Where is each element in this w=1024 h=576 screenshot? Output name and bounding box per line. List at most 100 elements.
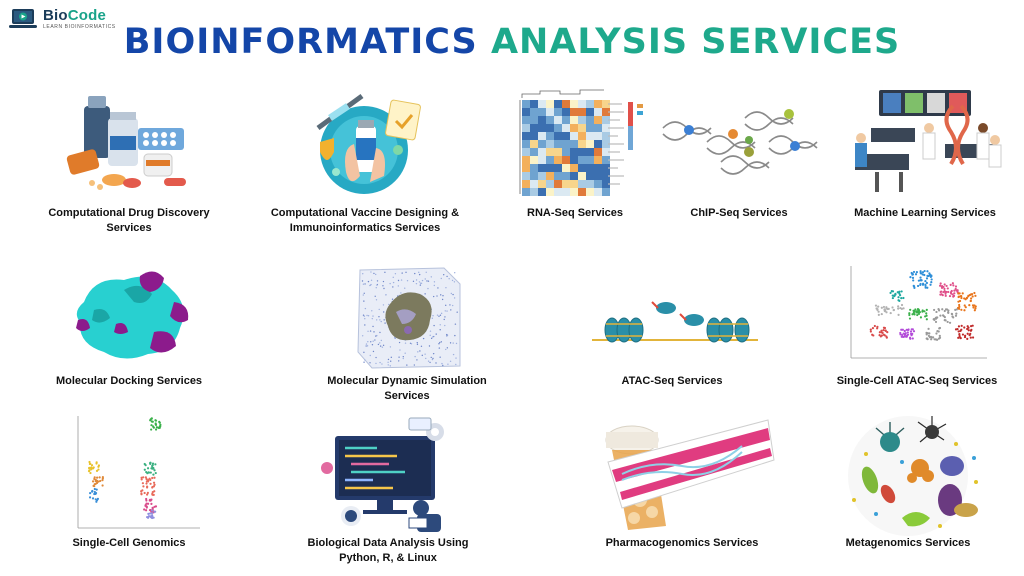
cluster-point [92, 484, 95, 487]
water-particle [416, 359, 418, 361]
cluster-point [919, 270, 922, 273]
water-particle [361, 335, 364, 337]
cluster-point [912, 330, 916, 333]
service-card-sc-atac[interactable]: Single-Cell ATAC-Seq Services [815, 262, 1019, 389]
heatmap-cell [594, 132, 602, 140]
cluster-point [906, 331, 909, 334]
brand-name: BioCode [43, 7, 107, 24]
cluster-point [960, 294, 963, 298]
heatmap-cell [562, 108, 570, 116]
cluster-point [963, 335, 967, 339]
cluster-point [89, 492, 92, 495]
cluster-point [937, 309, 941, 312]
cluster-point [944, 290, 947, 294]
cluster-point [94, 482, 97, 486]
heatmap-cell [554, 156, 562, 164]
service-card-drug-discovery[interactable]: Computational Drug Discovery Services [27, 88, 231, 237]
heatmap-cell [602, 188, 610, 196]
heatmap-cell [530, 108, 538, 116]
cluster-point [924, 283, 927, 286]
heatmap-cell [570, 108, 578, 116]
cluster-point [971, 295, 974, 298]
cluster-point [872, 334, 875, 337]
water-particle [382, 285, 384, 287]
cluster-point [951, 315, 954, 318]
cluster-point [95, 500, 98, 503]
water-particle [375, 362, 377, 365]
biocode-logo[interactable]: BioCode LEARN BIOINFORMATICS [8, 8, 116, 30]
cluster-point [149, 418, 152, 421]
cluster-point [907, 328, 910, 332]
cluster-point [940, 290, 943, 293]
cluster-point [88, 469, 91, 472]
cluster-point [898, 299, 901, 302]
cluster-point [146, 467, 150, 470]
heatmap-cell [578, 180, 586, 188]
cluster-point [921, 310, 924, 313]
heatmap-cell [546, 180, 554, 188]
water-particle [387, 364, 389, 366]
water-particle [449, 360, 452, 362]
water-particle [402, 357, 404, 360]
water-particle [394, 273, 397, 275]
heatmap-cell [570, 132, 578, 140]
cluster-point [927, 274, 930, 278]
cluster-point [936, 330, 939, 333]
service-card-md-simulation[interactable]: Molecular Dynamic Simulation Services [305, 262, 509, 405]
water-particle [432, 295, 435, 298]
water-particle [452, 304, 454, 307]
heatmap-cell [570, 172, 578, 180]
water-particle [405, 271, 407, 274]
heatmap-cell [570, 124, 578, 132]
heatmap-cell [562, 188, 570, 196]
cluster-point [934, 320, 938, 324]
water-particle [424, 293, 426, 295]
cluster-point [909, 276, 912, 279]
heatmap-cell [586, 108, 594, 116]
water-particle [430, 276, 432, 278]
service-card-vaccine[interactable]: Computational Vaccine Designing & Immuno… [263, 88, 467, 237]
service-label: Molecular Dynamic Simulation Services [327, 375, 487, 403]
water-particle [371, 317, 373, 320]
water-particle [383, 287, 385, 290]
cluster-point [93, 476, 96, 479]
water-particle [366, 345, 369, 347]
cluster-point [963, 326, 966, 329]
heatmap-cell [554, 180, 562, 188]
cluster-point [916, 307, 920, 311]
cluster-point [933, 318, 936, 321]
cluster-point [971, 304, 975, 307]
cluster-point [954, 285, 958, 288]
service-card-rna-seq[interactable]: RNA-Seq Services [473, 88, 677, 221]
service-card-machine-learning[interactable]: Machine Learning Services [823, 88, 1024, 221]
cluster-point [966, 327, 969, 331]
cluster-point [964, 306, 967, 309]
service-card-molecular-docking[interactable]: Molecular Docking Services [27, 262, 231, 389]
heatmap-cell [554, 140, 562, 148]
service-label: Machine Learning Services [854, 207, 996, 219]
cluster-point [946, 287, 949, 290]
water-particle [365, 343, 368, 345]
service-card-data-analysis[interactable]: Biological Data Analysis Using Python, R… [286, 410, 490, 567]
cluster-point [967, 294, 970, 297]
water-particle [430, 356, 432, 359]
water-particle [432, 357, 434, 360]
service-card-atac-seq[interactable]: ATAC-Seq Services [570, 262, 774, 389]
water-particle [380, 339, 383, 342]
cluster-point [145, 505, 148, 508]
cluster-point [899, 306, 902, 310]
heatmap-cell [522, 164, 530, 172]
service-label: Single-Cell ATAC-Seq Services [836, 375, 998, 387]
water-particle [436, 295, 438, 297]
water-particle [397, 285, 400, 287]
service-card-metagenomics[interactable]: Metagenomics Services [806, 410, 1010, 551]
water-particle [404, 287, 406, 289]
heatmap-cell [554, 164, 562, 172]
heatmap-cell [586, 124, 594, 132]
heatmap-cell [522, 172, 530, 180]
service-card-pharmacogenomics[interactable]: Pharmacogenomics Services [580, 410, 784, 551]
service-card-single-cell-genomics[interactable]: Single-Cell Genomics [27, 410, 231, 551]
water-particle [364, 324, 366, 326]
water-particle [363, 300, 365, 302]
service-card-chip-seq[interactable]: ChIP-Seq Services [637, 88, 841, 221]
